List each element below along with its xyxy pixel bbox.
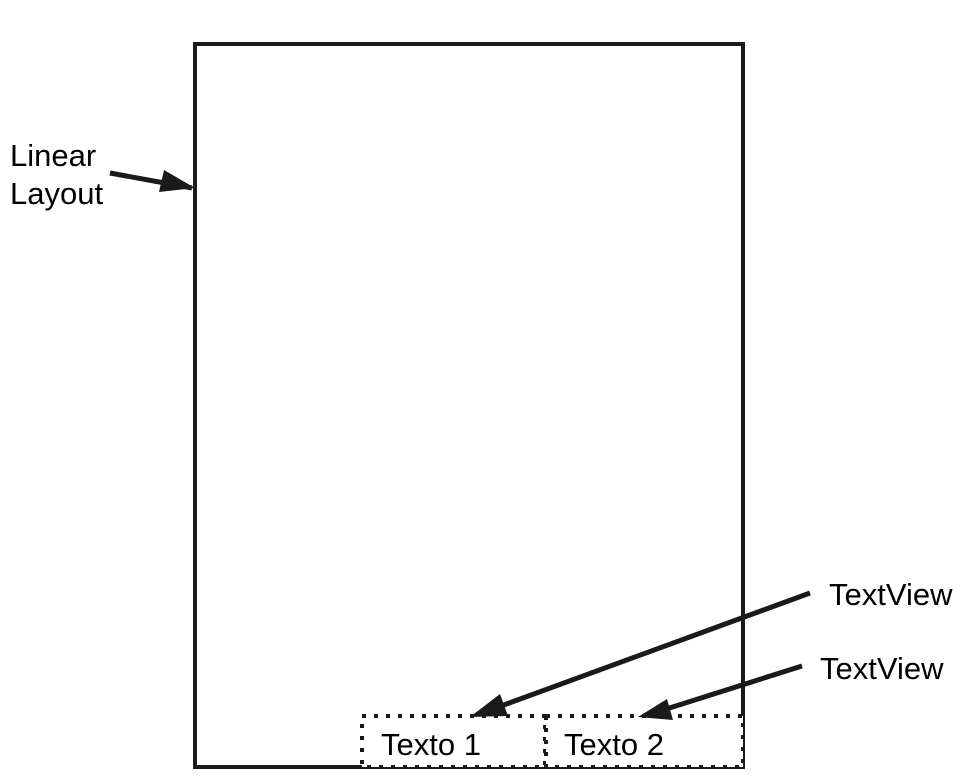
linear-layout-label-line1: Linear: [10, 138, 97, 173]
textview-1-arrow-head: [470, 694, 508, 717]
textview-2-label: TextView: [820, 651, 944, 686]
textview-2-box: [544, 714, 745, 769]
textview-1-arrow: [489, 590, 811, 713]
linear-layout-label: Linear Layout: [10, 137, 130, 213]
linear-layout-box: [193, 42, 745, 769]
texto-1-text: Texto 1: [381, 727, 481, 762]
linear-layout-arrow-head: [159, 170, 195, 192]
textview-2-arrow-head: [638, 699, 673, 720]
textview-1-label: TextView: [829, 577, 953, 612]
textview-2-arrow: [659, 663, 803, 714]
textview-1-box: [360, 714, 547, 769]
texto-2-text: Texto 2: [564, 727, 664, 762]
linear-layout-label-line2: Layout: [10, 176, 104, 211]
